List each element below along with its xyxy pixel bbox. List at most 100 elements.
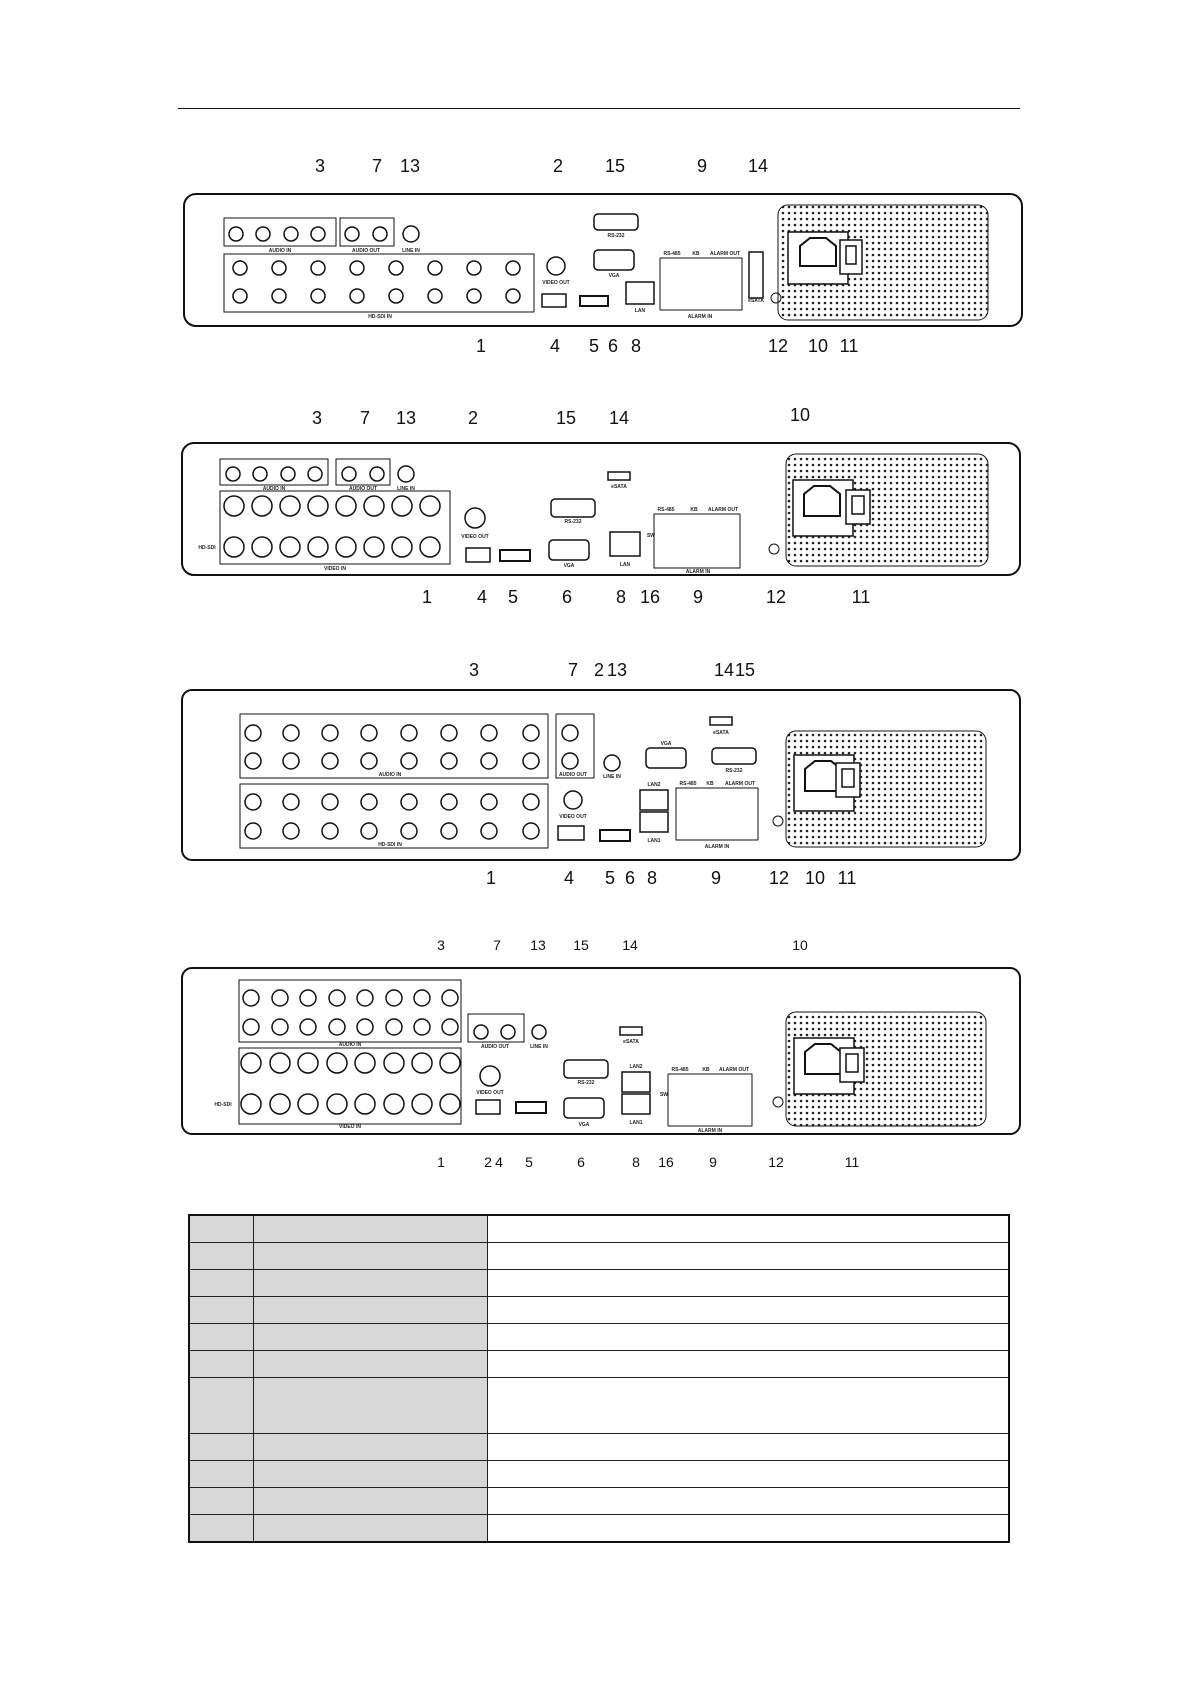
header-rule (178, 108, 1020, 109)
svg-text:eSATA: eSATA (623, 1039, 639, 1045)
callout-12: 12 (768, 1154, 784, 1170)
svg-text:LINE IN: LINE IN (397, 486, 415, 492)
callout-5: 5 (525, 1154, 533, 1170)
table-cell (253, 1350, 488, 1378)
table-cell (188, 1269, 254, 1297)
callout-14: 14 (748, 156, 768, 176)
interface-description-table (188, 1214, 1010, 1543)
svg-text:SW: SW (660, 1092, 668, 1098)
svg-text:eSATA: eSATA (611, 484, 627, 490)
callout-3: 3 (469, 660, 479, 680)
callout-14: 14 (622, 937, 638, 953)
svg-text:RS-232: RS-232 (578, 1080, 595, 1086)
svg-text:AUDIO IN: AUDIO IN (269, 248, 292, 254)
table-cell (188, 1242, 254, 1270)
callout-6: 6 (577, 1154, 585, 1170)
table-row (188, 1377, 1010, 1434)
callout-7: 7 (493, 937, 501, 953)
callout-2: 2 (468, 408, 478, 428)
table-cell (188, 1514, 254, 1543)
callout-11: 11 (845, 1154, 860, 1170)
svg-text:RS-485: RS-485 (664, 251, 681, 257)
svg-text:HD-SDI: HD-SDI (214, 1102, 232, 1108)
table-cell (188, 1350, 254, 1378)
table-cell (487, 1214, 1010, 1243)
svg-text:LAN1: LAN1 (629, 1120, 642, 1126)
callout-1: 1 (422, 587, 432, 607)
svg-text:VIDEO OUT: VIDEO OUT (476, 1090, 504, 1096)
table-cell (487, 1323, 1010, 1351)
callout-1: 1 (476, 336, 486, 356)
callout-15: 15 (735, 660, 755, 680)
svg-text:AUDIO OUT: AUDIO OUT (559, 772, 587, 778)
table-cell (487, 1242, 1010, 1270)
callout-9: 9 (711, 868, 721, 888)
svg-text:VGA: VGA (661, 741, 672, 747)
svg-text:LAN2: LAN2 (629, 1064, 642, 1070)
svg-text:ALARM OUT: ALARM OUT (725, 781, 755, 787)
svg-text:LAN: LAN (620, 562, 631, 568)
callout-4: 4 (495, 1154, 503, 1170)
callout-6: 6 (608, 336, 618, 356)
callout-15: 15 (556, 408, 576, 428)
svg-text:SW: SW (647, 533, 655, 539)
table-row (188, 1323, 1010, 1351)
callout-7: 7 (568, 660, 578, 680)
svg-text:VIDEO IN: VIDEO IN (339, 1124, 361, 1130)
callout-11: 11 (852, 587, 871, 607)
callout-6: 6 (625, 868, 635, 888)
callout-8: 8 (616, 587, 626, 607)
table-cell (253, 1487, 488, 1515)
svg-text:VGA: VGA (564, 563, 575, 569)
svg-text:eSATA: eSATA (748, 298, 764, 304)
table-cell (253, 1514, 488, 1543)
table-cell (188, 1433, 254, 1461)
rear-panel-diagram-3: 3 7 2 13 14 15 AUDIO IN AUDIO OUT LINE I… (181, 660, 1021, 888)
callout-9: 9 (697, 156, 707, 176)
callout-9: 9 (693, 587, 703, 607)
svg-text:ALARM OUT: ALARM OUT (719, 1067, 749, 1073)
callout-8: 8 (647, 868, 657, 888)
table-cell (188, 1377, 254, 1434)
callout-5: 5 (589, 336, 599, 356)
table-row (188, 1350, 1010, 1378)
table-cell (487, 1296, 1010, 1324)
callout-11: 11 (838, 868, 857, 888)
callout-13: 13 (530, 937, 546, 953)
svg-text:LINE IN: LINE IN (530, 1044, 548, 1050)
svg-text:RS-232: RS-232 (565, 519, 582, 525)
callout-10: 10 (805, 868, 825, 888)
table-cell (188, 1323, 254, 1351)
table-row (188, 1514, 1010, 1543)
callout-13: 13 (607, 660, 627, 680)
svg-text:RS-232: RS-232 (608, 233, 625, 239)
table-row (188, 1487, 1010, 1515)
svg-text:ALARM OUT: ALARM OUT (710, 251, 740, 257)
callout-5: 5 (508, 587, 518, 607)
svg-text:KB: KB (702, 1067, 710, 1073)
svg-text:RS-485: RS-485 (680, 781, 697, 787)
callout-3: 3 (315, 156, 325, 176)
svg-text:AUDIO IN: AUDIO IN (379, 772, 402, 778)
svg-text:AUDIO OUT: AUDIO OUT (349, 486, 377, 492)
svg-text:KB: KB (692, 251, 700, 257)
svg-text:LINE IN: LINE IN (603, 774, 621, 780)
callout-14: 14 (609, 408, 629, 428)
svg-text:HD-SDI IN: HD-SDI IN (368, 314, 392, 320)
table-cell (253, 1296, 488, 1324)
table-cell (487, 1487, 1010, 1515)
table-cell (253, 1242, 488, 1270)
callout-12: 12 (766, 587, 786, 607)
table-cell (487, 1514, 1010, 1543)
callout-15: 15 (573, 937, 589, 953)
table-cell (188, 1487, 254, 1515)
callout-12: 12 (769, 868, 789, 888)
callout-9: 9 (709, 1154, 717, 1170)
callout-3: 3 (437, 937, 445, 953)
svg-text:VGA: VGA (609, 273, 620, 279)
svg-text:AUDIO OUT: AUDIO OUT (352, 248, 380, 254)
svg-text:KB: KB (690, 507, 698, 513)
svg-text:ALARM IN: ALARM IN (698, 1128, 723, 1134)
svg-text:eSATA: eSATA (713, 730, 729, 736)
table-cell (253, 1460, 488, 1488)
